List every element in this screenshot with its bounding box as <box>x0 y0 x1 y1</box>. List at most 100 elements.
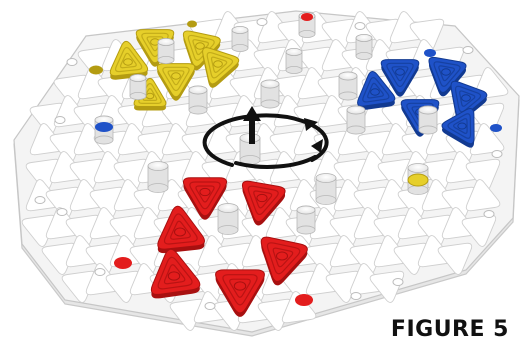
piece-ridge <box>266 242 301 275</box>
peg <box>231 25 249 53</box>
rotation-indicator <box>202 106 329 169</box>
piece-ridge <box>163 264 186 285</box>
piece-ridge <box>195 185 215 203</box>
red-piece <box>241 180 286 226</box>
peg <box>217 203 239 235</box>
piece-center <box>461 94 471 102</box>
board-hole <box>491 150 503 158</box>
piece-center <box>213 60 223 68</box>
blue-piece <box>428 56 467 97</box>
peg <box>418 105 438 135</box>
peg <box>260 79 280 109</box>
piece-ridge <box>167 70 185 86</box>
peg-foot <box>315 195 337 205</box>
piece-center <box>370 88 380 96</box>
peg <box>157 38 175 65</box>
peg-top <box>296 205 316 215</box>
board-hole <box>354 22 366 30</box>
piece-center <box>256 193 268 203</box>
piece-ridge <box>163 213 198 245</box>
piece-ridge <box>170 220 191 240</box>
red-piece <box>215 269 265 317</box>
piece-top <box>182 177 228 217</box>
peg-foot <box>157 56 175 65</box>
piece-top <box>156 63 196 98</box>
piece-ridge <box>386 62 414 88</box>
peg-foot <box>147 183 169 193</box>
piece-ridge <box>433 61 461 87</box>
peg-top <box>407 163 429 173</box>
piece-ridge <box>192 39 210 56</box>
peg <box>188 85 208 115</box>
yellow-marker <box>187 20 197 28</box>
board-cell <box>465 179 501 212</box>
board-hole <box>54 116 66 124</box>
piece-ridge <box>459 90 476 107</box>
piece-ridge <box>187 34 215 61</box>
board-hole <box>94 268 106 276</box>
piece-center <box>441 68 451 76</box>
piece-center <box>395 68 405 76</box>
peg-top <box>260 79 280 89</box>
red-piece <box>182 177 228 220</box>
piece-ridge <box>362 77 390 103</box>
board-hole <box>34 196 46 204</box>
blue-piece <box>380 59 420 97</box>
red-marker <box>295 294 313 306</box>
board-hole <box>350 292 362 300</box>
peg-top <box>157 38 175 47</box>
board-cell <box>461 214 497 247</box>
yellow-piece <box>156 63 196 101</box>
peg-top <box>418 105 438 115</box>
piece-ridge <box>452 118 468 134</box>
piece-center <box>276 251 288 261</box>
board-hole <box>66 58 78 66</box>
blue-marker <box>424 49 436 57</box>
piece-ridge <box>142 88 158 101</box>
piece-ridge <box>391 66 409 82</box>
yellow-piece <box>182 30 221 71</box>
peg <box>346 105 366 135</box>
piece-center <box>457 122 467 130</box>
blue-peg-cap <box>95 122 113 132</box>
peg-top <box>129 74 147 83</box>
blue-piece <box>441 108 475 148</box>
peg-top <box>188 85 208 95</box>
peg-foot <box>231 44 249 53</box>
figure-caption: FIGURE 5 <box>390 317 509 342</box>
peg-top <box>147 161 169 171</box>
peg <box>338 71 358 101</box>
piece-ridge <box>119 52 137 69</box>
peg-foot <box>296 225 316 235</box>
piece-ridge <box>206 51 234 79</box>
piece-center <box>195 42 205 50</box>
peg-foot <box>94 135 114 145</box>
board-hole <box>483 210 495 218</box>
board-cell <box>469 123 505 156</box>
piece-center <box>171 72 181 80</box>
piece-ridge <box>210 56 228 73</box>
red-piece <box>157 205 206 254</box>
piece-ridge <box>138 83 162 104</box>
piece-ridge <box>146 36 164 52</box>
peg-top <box>315 173 337 183</box>
piece-ridge <box>141 32 169 58</box>
peg-foot <box>188 105 208 115</box>
blue-marker <box>490 124 502 132</box>
peg <box>147 161 169 193</box>
piece-ridge <box>367 82 384 99</box>
piece-center <box>199 187 211 197</box>
piece-ridge <box>189 181 221 210</box>
red-piece <box>150 248 201 299</box>
piece-center <box>123 58 133 66</box>
piece-center <box>167 271 181 281</box>
peg-top <box>285 48 303 57</box>
peg-foot <box>285 66 303 75</box>
peg-foot <box>346 125 366 135</box>
piece-center <box>233 281 247 291</box>
peg-top <box>231 25 249 34</box>
piece-ridge <box>157 256 193 290</box>
piece-ridge <box>162 66 190 92</box>
piece-top <box>135 29 175 64</box>
piece-ridge <box>454 85 482 113</box>
